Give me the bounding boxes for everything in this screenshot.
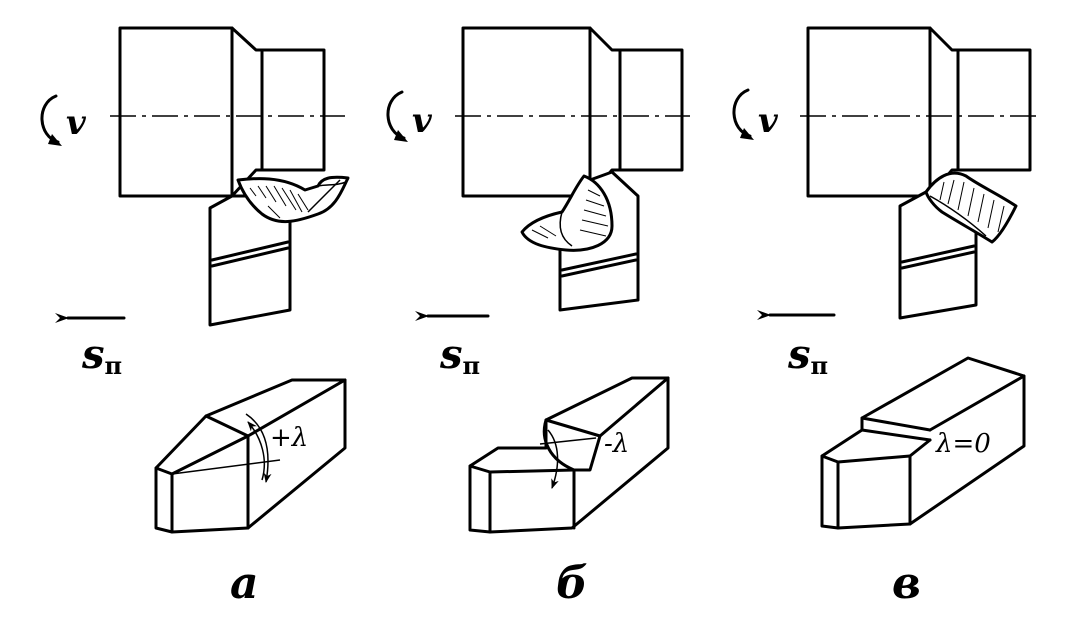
rotation-label-a: v xyxy=(66,103,87,143)
angle-label-a: +λ xyxy=(270,423,308,453)
panel-label-b: б xyxy=(556,558,588,609)
tool-insert-b: -λ xyxy=(468,376,670,534)
cutting-tool-a xyxy=(208,194,292,327)
panel-c: v sп λ= xyxy=(732,26,1040,609)
tool-insert-c: λ=0 xyxy=(820,356,1026,530)
feed-label-c: sп xyxy=(787,331,828,380)
panel-a: v sп xyxy=(40,26,350,609)
feed-label-b: sп xyxy=(439,331,480,380)
workpiece-b xyxy=(455,26,690,198)
panel-label-c: в xyxy=(892,558,921,609)
rotation-indicator-a: v xyxy=(40,94,87,146)
feed-label-a: sп xyxy=(81,331,122,380)
chip-c xyxy=(924,171,1018,244)
chip-a xyxy=(236,175,350,223)
chip-b xyxy=(520,174,614,252)
tool-insert-a: +λ xyxy=(154,378,347,534)
workpiece-c xyxy=(800,26,1040,198)
rotation-label-b: v xyxy=(412,101,433,141)
rotation-label-c: v xyxy=(758,101,779,141)
angle-label-b: -λ xyxy=(604,429,629,459)
rotation-indicator-b: v xyxy=(386,90,433,142)
angle-label-c: λ=0 xyxy=(935,429,991,459)
panel-label-a: а xyxy=(230,558,259,609)
workpiece-a xyxy=(110,26,345,198)
rotation-indicator-c: v xyxy=(732,88,779,141)
panel-b: v sп xyxy=(386,26,690,609)
